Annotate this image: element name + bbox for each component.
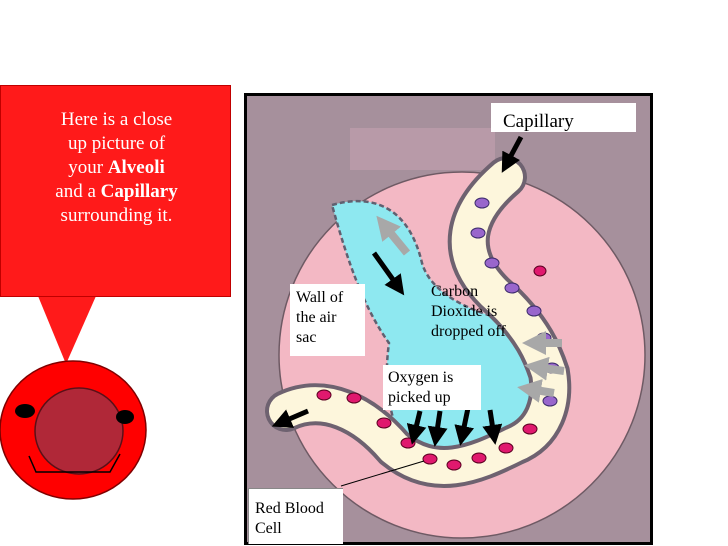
co2-arrows [376, 215, 565, 403]
mascot-mouth [28, 453, 121, 473]
mascot-right-eye [116, 410, 134, 424]
speech-callout: Here is a close up picture of your Alveo… [0, 85, 231, 297]
callout-tail [38, 296, 96, 364]
callout-line-4: and a Capillary [55, 181, 178, 202]
callout-line-3: your Alveoli [68, 157, 165, 178]
alveoli-term: Alveoli [107, 157, 165, 178]
wall-of-air-sac-label: Wall of the air sac [290, 284, 365, 356]
callout-line-2: up picture of [67, 133, 166, 154]
capillary-term: Capillary [100, 181, 178, 202]
callout-text: Here is a close up picture of your Alveo… [1, 108, 232, 228]
oxygen-label: Oxygen is picked up [383, 365, 481, 410]
carbon-dioxide-label: Carbon Dioxide is dropped off [431, 283, 506, 340]
o2-arrows [271, 135, 524, 447]
callout-line-5: surrounding it. [60, 205, 173, 226]
capillary-label: Capillary [491, 103, 636, 132]
mascot-left-eye [15, 404, 35, 418]
red-blood-cell-label: Red Blood Cell [248, 488, 343, 544]
rbc-pointer-line [340, 460, 425, 487]
red-blood-cell-mascot [0, 360, 147, 500]
callout-line-1: Here is a close [60, 109, 173, 130]
